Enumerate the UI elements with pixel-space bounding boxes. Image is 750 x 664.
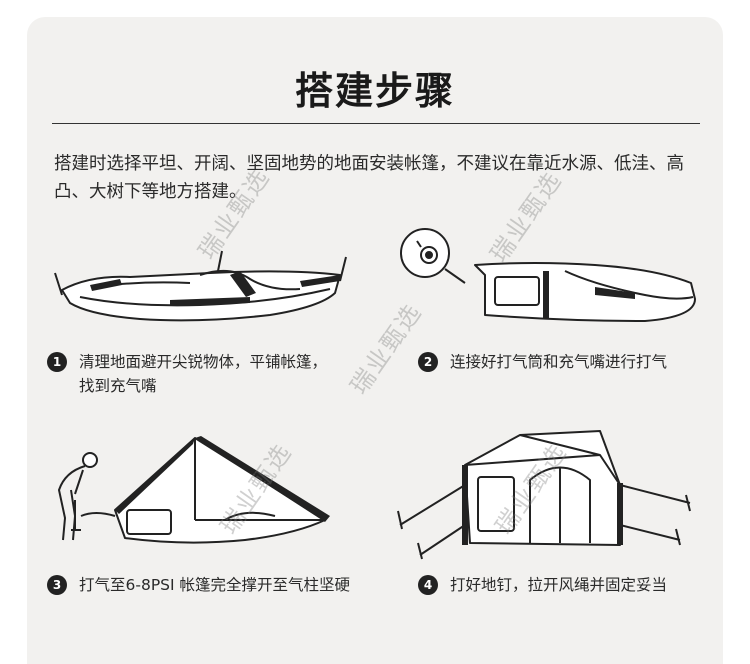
pitched-tent-icon <box>397 430 691 560</box>
step-4-text: 打好地钉，拉开风绳并固定妥当 <box>450 576 668 594</box>
step-1-text: 清理地面避开尖锐物体，平铺帐篷， 找到充气嘴 <box>79 353 328 395</box>
step-2-number: 2 <box>418 352 438 372</box>
flat-tent-icon <box>54 250 347 322</box>
step-1: 1 清理地面避开尖锐物体，平铺帐篷， 找到充气嘴 <box>47 350 327 398</box>
step-3-text: 打气至6-8PSI 帐篷完全撑开至气柱坚硬 <box>79 576 351 594</box>
step-3: 3 打气至6-8PSI 帐篷完全撑开至气柱坚硬 <box>47 573 350 597</box>
step-3-number: 3 <box>47 575 67 595</box>
intro-text: 搭建时选择平坦、开阔、坚固地势的地面安装帐篷，不建议在靠近水源、低洼、高凸、大树… <box>54 154 684 202</box>
step-2-text: 连接好打气筒和充气嘴进行打气 <box>450 353 668 371</box>
content-card <box>27 17 723 664</box>
step-4: 4 打好地钉，拉开风绳并固定妥当 <box>418 573 667 597</box>
valve-tent-icon <box>400 228 696 322</box>
page-title: 搭建步骤 <box>294 69 455 113</box>
step-4-number: 4 <box>418 575 438 595</box>
inflating-tent-icon <box>58 436 330 544</box>
step-1-number: 1 <box>47 352 67 372</box>
step-2: 2 连接好打气筒和充气嘴进行打气 <box>418 350 667 374</box>
title-divider <box>52 123 700 124</box>
